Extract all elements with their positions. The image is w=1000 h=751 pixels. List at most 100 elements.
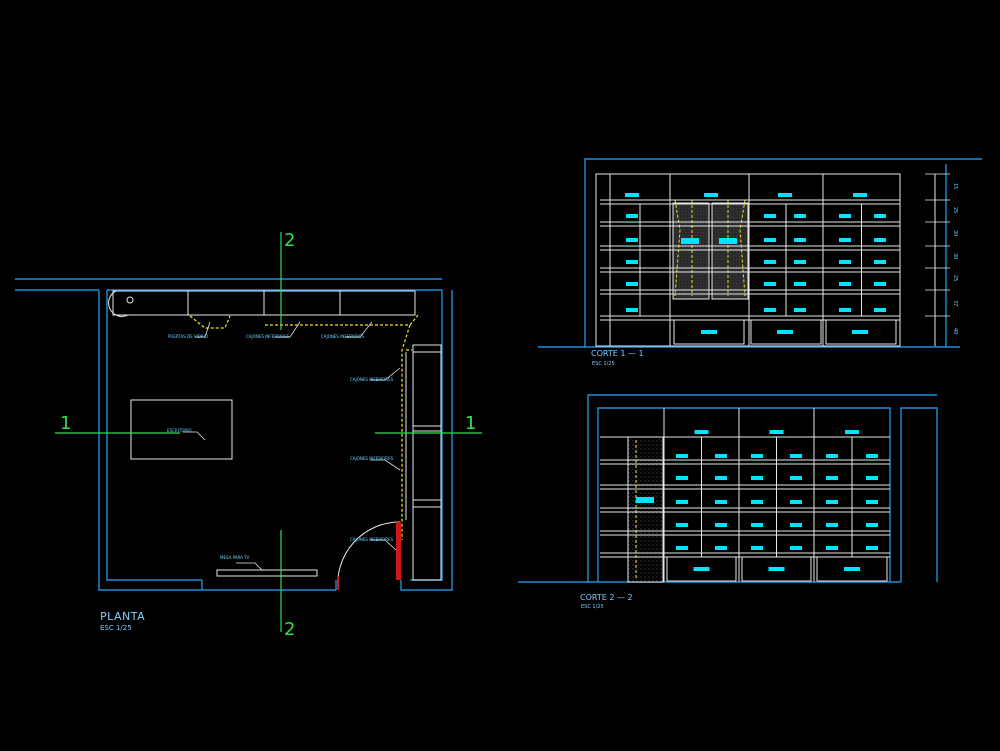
bottom-drawer: [673, 319, 745, 345]
drawer-handle: [777, 330, 793, 334]
desk: [130, 399, 233, 460]
drawer-handle: [693, 567, 710, 571]
dimension-4: 30: [952, 253, 958, 260]
note-mesa-tv: MESA PARA TV: [220, 555, 250, 560]
bottom-drawer: [816, 556, 888, 582]
drawer-handle: [790, 476, 802, 480]
drawer-handle: [839, 238, 851, 242]
drawer-handle: [676, 500, 688, 504]
dimension-1: 15: [952, 183, 958, 190]
drawer-handle: [764, 308, 776, 312]
bottom-drawer: [741, 556, 812, 582]
drawer-handle: [853, 193, 867, 197]
drawer-handle: [676, 523, 688, 527]
note-cajones-1: CAJONES INFERIORES: [246, 334, 290, 339]
section-2-title: CORTE 2 — 2: [580, 593, 633, 602]
dimension-5: 25: [952, 275, 958, 282]
leaders: [183, 321, 401, 571]
drawer-handle: [839, 282, 851, 286]
drawer-handle: [874, 214, 886, 218]
drawer-handle: [715, 546, 727, 550]
drawer-handle: [826, 546, 838, 550]
drawer-handle: [839, 214, 851, 218]
axis-mark-1-right: 1: [465, 413, 477, 434]
drawer-handle: [852, 330, 868, 334]
drawer-handle: [826, 523, 838, 527]
drawer-handle: [794, 260, 806, 264]
drawer-handle: [790, 500, 802, 504]
drawer-handle: [626, 282, 638, 286]
bottom-drawer: [666, 556, 737, 582]
drawer-handle: [790, 454, 802, 458]
drawer-handle: [768, 567, 785, 571]
drawer-handle: [790, 546, 802, 550]
drawer-handle: [826, 500, 838, 504]
note-escritorio: ESCRITORIO: [167, 428, 192, 433]
drawer-handle: [874, 260, 886, 264]
cut-lines: [55, 232, 482, 632]
drawer-handle: [845, 430, 859, 434]
drawer-handle: [790, 523, 802, 527]
door: [337, 521, 401, 591]
dimension-7: 40: [952, 328, 958, 335]
drawer-handle: [676, 476, 688, 480]
note-cajones-2: CAJONES INFERIORES: [321, 334, 365, 339]
drawer-handle: [751, 500, 763, 504]
drawer-handle: [751, 476, 763, 480]
drawer-handle: [826, 476, 838, 480]
section-1-title: CORTE 1 — 1: [591, 349, 644, 358]
drawer-handle: [751, 523, 763, 527]
drawer-handle: [866, 500, 878, 504]
drawer-handle: [626, 238, 638, 242]
drawer-handle: [866, 476, 878, 480]
note-puertas-vidrio: PUERTAS DE VIDRIO: [168, 334, 209, 339]
drawer-handle: [764, 260, 776, 264]
plan-title: PLANTA: [100, 610, 146, 623]
drawer-handle: [874, 238, 886, 242]
drawer-handle: [839, 308, 851, 312]
drawer-handle: [866, 454, 878, 458]
axis-mark-1-left: 1: [60, 413, 72, 434]
dimension-6: 37: [952, 300, 958, 307]
drawer-handle: [715, 476, 727, 480]
drawer-handle: [844, 567, 860, 571]
section-1-1: [538, 158, 982, 348]
drawer-handle: [794, 282, 806, 286]
drawer-handle: [715, 500, 727, 504]
drawer-handle: [704, 193, 718, 197]
bottom-drawer: [750, 319, 822, 345]
plan-scale: ESC 1/25: [100, 624, 132, 632]
drawer-handle: [794, 214, 806, 218]
drawer-handle: [866, 523, 878, 527]
drawer-handle: [701, 330, 717, 334]
drawer-handle: [751, 546, 763, 550]
hidden-lines: [189, 314, 419, 540]
drawer-handle: [715, 454, 727, 458]
drawer-handle: [794, 308, 806, 312]
drawer-handle: [764, 214, 776, 218]
glass-door-handle: [681, 238, 699, 244]
drawer-handle: [794, 238, 806, 242]
drawer-handle: [874, 282, 886, 286]
plan-walls: [15, 278, 453, 591]
bottom-drawer: [825, 319, 897, 345]
dimension-2: 25: [952, 207, 958, 214]
drawer-handle: [625, 193, 639, 197]
drawer-handle: [778, 193, 792, 197]
section-2-2: [518, 394, 938, 583]
drawer-handle: [866, 546, 878, 550]
note-cajones-5: CAJONES INFERIORES: [350, 537, 394, 542]
tv-table: [216, 569, 318, 577]
section-2-scale: ESC 1/25: [581, 604, 604, 610]
glass-door-handle: [719, 238, 737, 244]
axis-mark-2-top: 2: [284, 230, 296, 251]
drawer-handle: [764, 282, 776, 286]
drawer-handle: [764, 238, 776, 242]
drawer-handle: [676, 546, 688, 550]
section-1-scale: ESC 1/25: [592, 361, 615, 367]
axis-mark-2-bottom: 2: [284, 619, 296, 640]
right-cabinets: [405, 344, 442, 581]
drawer-handle: [715, 523, 727, 527]
drawer-handle: [676, 454, 688, 458]
